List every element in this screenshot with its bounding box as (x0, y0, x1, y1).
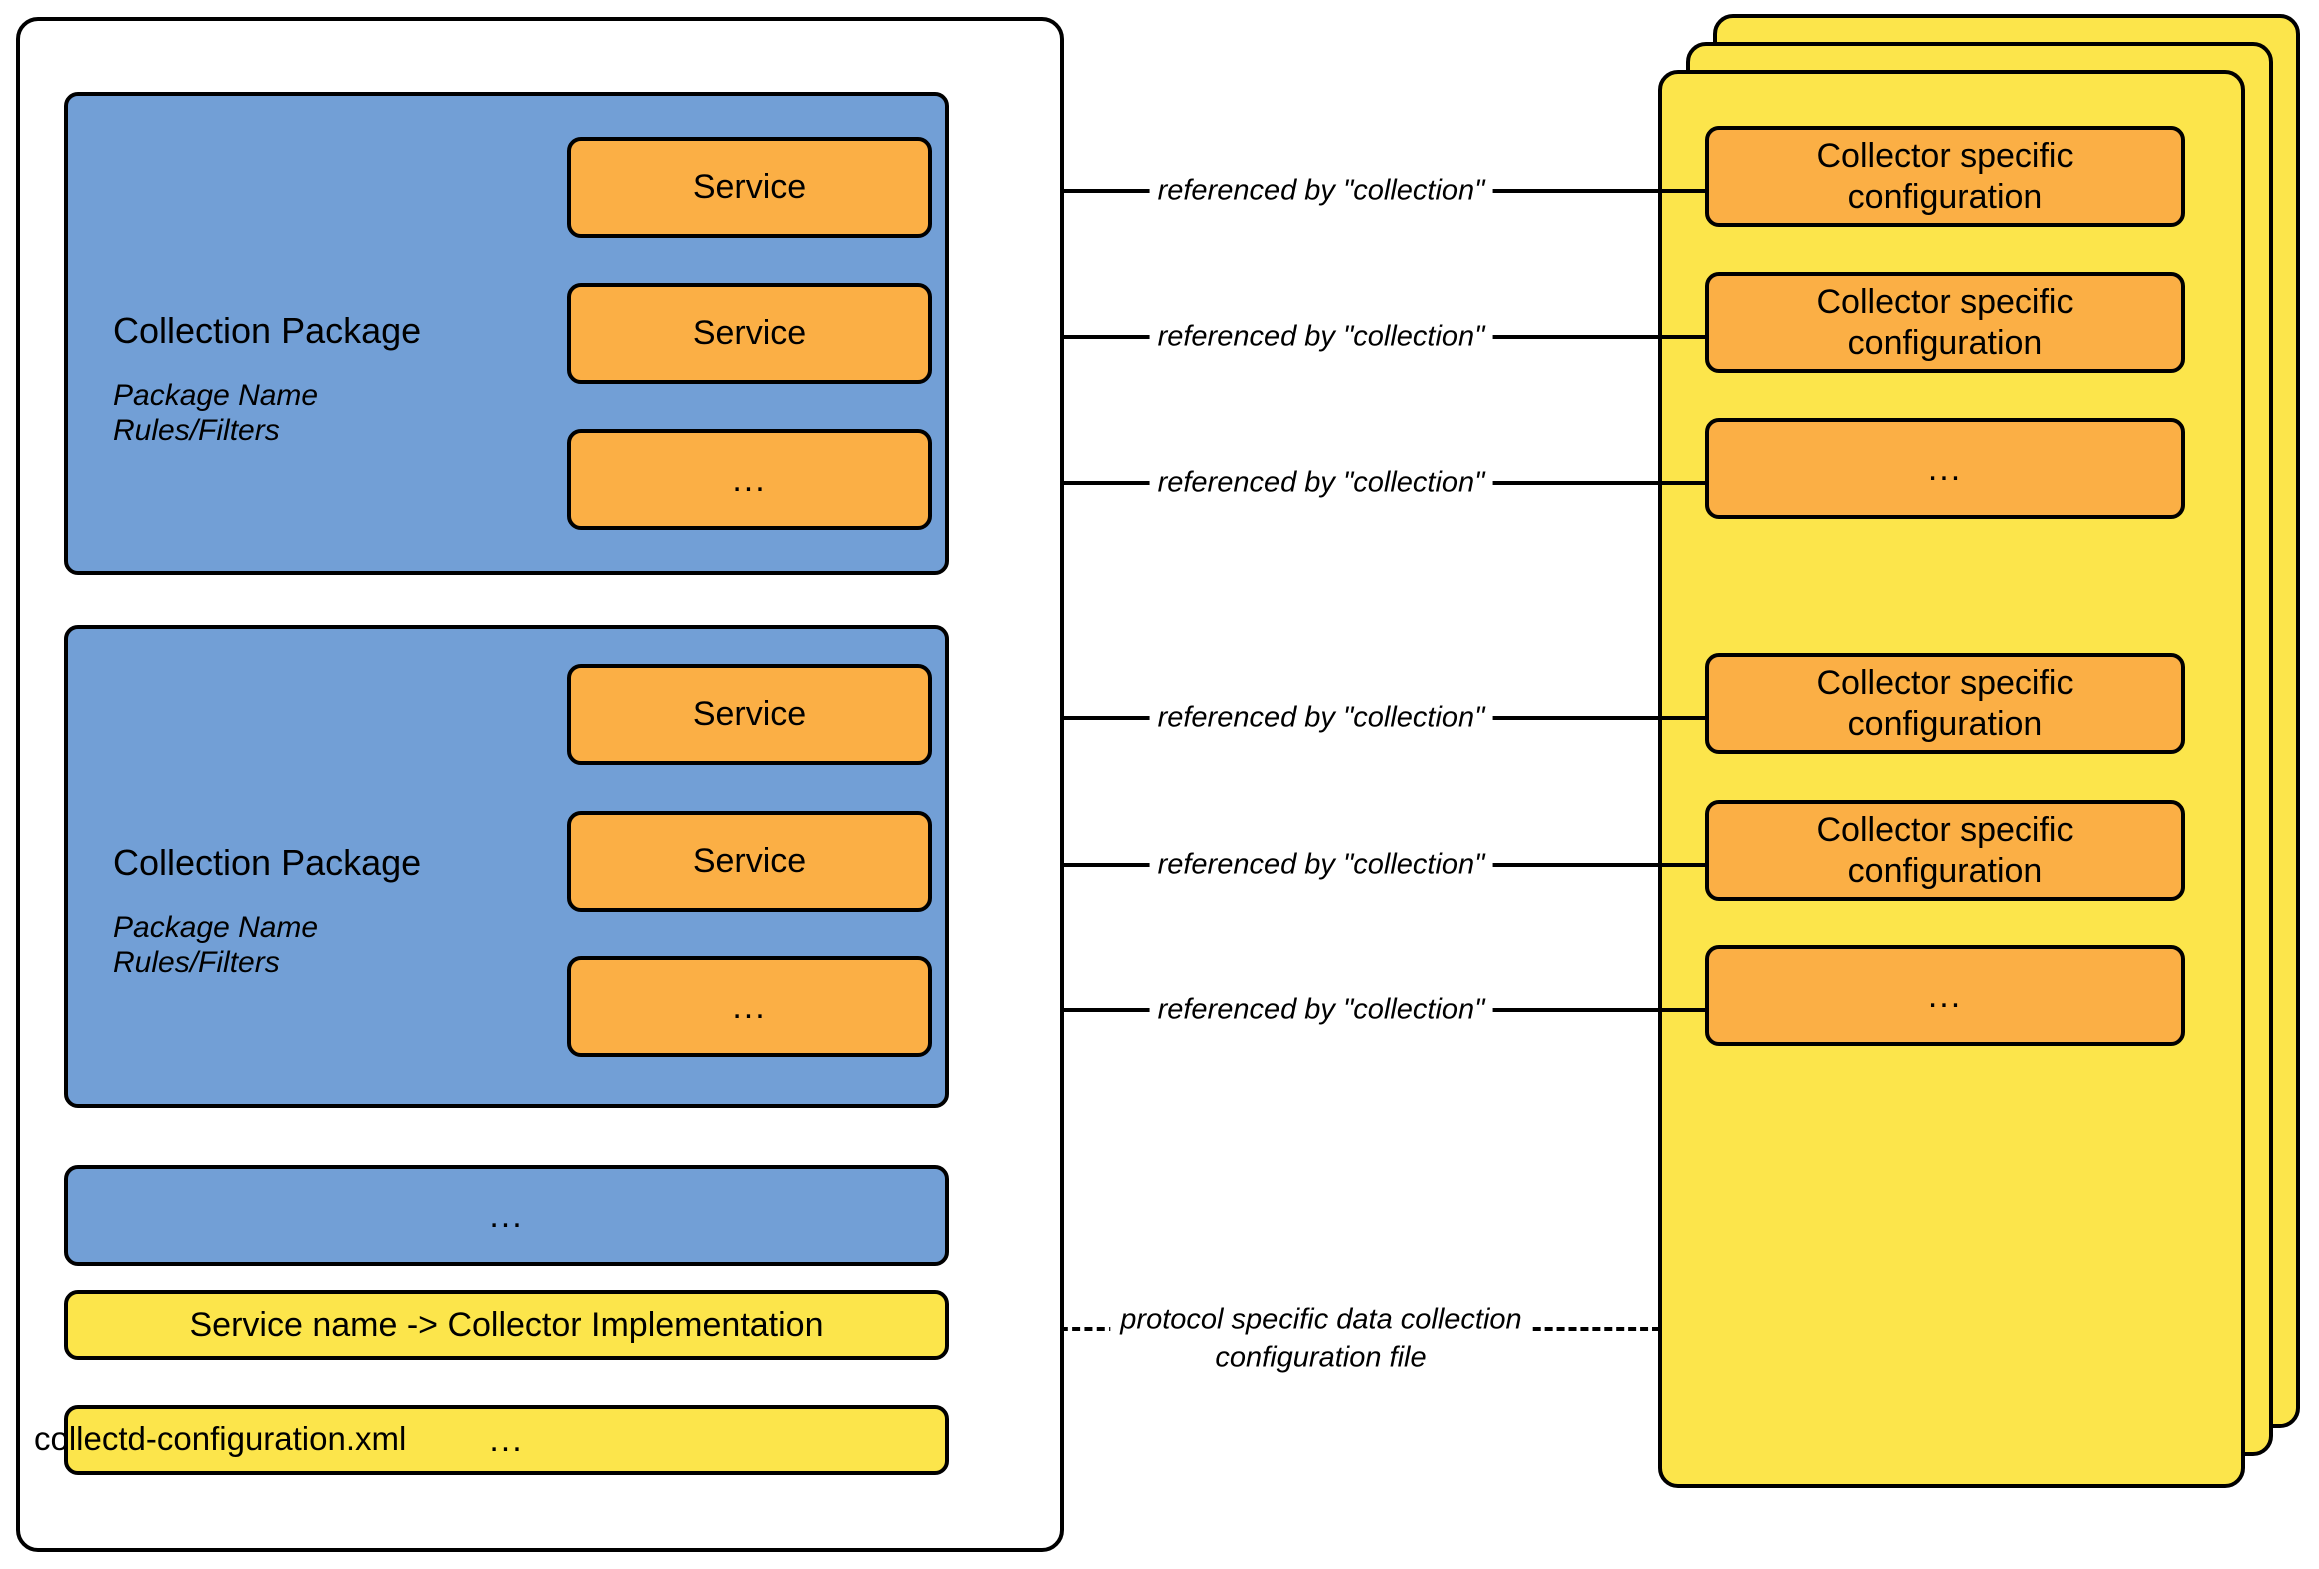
service-box-2-3-ellipsis[interactable]: ... (567, 956, 932, 1057)
collector-config-box-1[interactable]: Collector specific configuration (1705, 126, 2185, 227)
collector-config-box-2[interactable]: Collector specific configuration (1705, 272, 2185, 373)
collection-package-1-subtitle-line-1: Package Name (113, 379, 319, 412)
service-box-1-2[interactable]: Service (567, 283, 932, 384)
connector-label-6: referenced by "collection" (1149, 993, 1493, 1027)
ellipsis-label: ... (489, 1421, 524, 1459)
service-box-1-1[interactable]: Service (567, 137, 932, 238)
dashed-connector-label-line-2: configuration file (1215, 1341, 1427, 1373)
dashed-connector-label-line-1: protocol specific data collection (1120, 1303, 1522, 1336)
collection-package-2-title: Collection Package (113, 842, 422, 883)
collection-package-2-subtitle-line-2: Rules/Filters (113, 946, 280, 979)
collection-package-1-subtitle-line-2: Rules/Filters (113, 414, 280, 447)
collector-config-box-3-ellipsis[interactable]: ... (1705, 418, 2185, 519)
service-name-collector-implementation-bar[interactable]: Service name -> Collector Implementation (64, 1290, 949, 1360)
dashed-connector-right (1485, 1327, 1660, 1331)
connector-label-2: referenced by "collection" (1149, 320, 1493, 354)
service-label: Service (692, 842, 807, 880)
service-box-2-2[interactable]: Service (567, 811, 932, 912)
collector-config-line-2: configuration (1847, 177, 2043, 216)
ellipsis-label: ... (489, 1196, 524, 1235)
service-label: Service (692, 168, 807, 206)
connector-line-1-right (1480, 189, 1708, 193)
collector-config-line-1: Collector specific (1816, 283, 2074, 322)
connector-label-1: referenced by "collection" (1149, 174, 1493, 208)
collector-config-line-1: Collector specific (1816, 664, 2074, 703)
connector-line-4-right (1480, 716, 1708, 720)
collector-config-line-1: Collector specific (1816, 811, 2074, 850)
collector-config-box-4[interactable]: Collector specific configuration (1705, 653, 2185, 754)
service-box-1-3-ellipsis[interactable]: ... (567, 429, 932, 530)
collector-config-line-2: configuration (1847, 323, 2043, 362)
collection-package-ellipsis[interactable]: ... (64, 1165, 949, 1266)
connector-line-2-right (1480, 335, 1708, 339)
collector-config-box-6-ellipsis[interactable]: ... (1705, 945, 2185, 1046)
collection-package-1-title: Collection Package (113, 310, 422, 351)
connector-label-5: referenced by "collection" (1149, 848, 1493, 882)
ellipsis-label: ... (732, 987, 767, 1026)
connector-label-3: referenced by "collection" (1149, 466, 1493, 500)
collectd-configuration-filename: collectd-configuration.xml (34, 1420, 407, 1457)
collector-config-line-2: configuration (1847, 851, 2043, 890)
service-label: Service (692, 314, 807, 352)
dashed-connector-label: protocol specific data collection config… (1110, 1301, 1532, 1377)
connector-line-3-right (1480, 481, 1708, 485)
collector-config-box-5[interactable]: Collector specific configuration (1705, 800, 2185, 901)
ellipsis-label: ... (1927, 976, 1963, 1015)
service-box-2-1[interactable]: Service (567, 664, 932, 765)
service-name-mapping-label: Service name -> Collector Implementation (189, 1305, 824, 1344)
collector-config-line-1: Collector specific (1816, 137, 2074, 176)
ellipsis-label: ... (732, 460, 767, 499)
connector-line-5-right (1480, 863, 1708, 867)
ellipsis-label: ... (1927, 449, 1963, 488)
connector-label-4: referenced by "collection" (1149, 701, 1493, 735)
connector-line-6-right (1480, 1008, 1708, 1012)
collection-package-2-subtitle-line-1: Package Name (113, 911, 319, 944)
service-label: Service (692, 695, 807, 733)
service-name-mapping-ellipsis-bar[interactable]: ... (64, 1405, 949, 1475)
collector-config-line-2: configuration (1847, 704, 2043, 743)
